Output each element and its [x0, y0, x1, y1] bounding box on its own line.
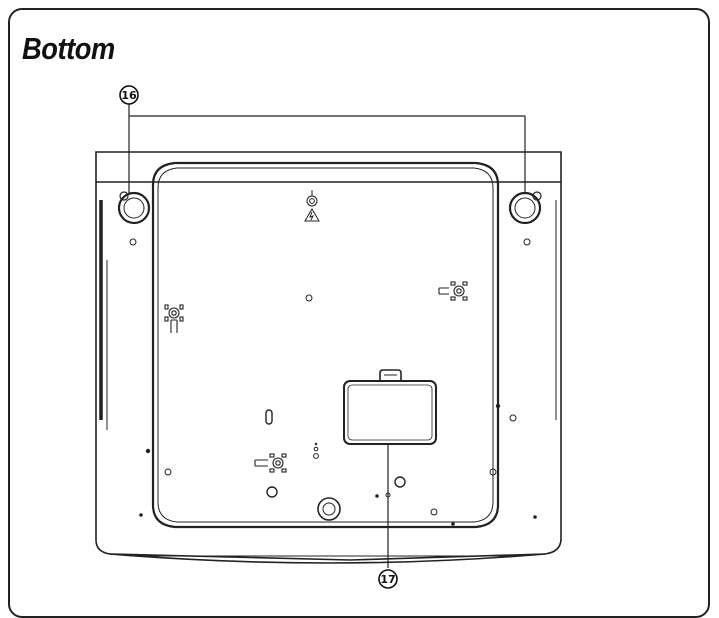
- warning-triangle-icon: [304, 208, 320, 222]
- callout-16-number: 16: [121, 89, 137, 102]
- callout-16: 16: [119, 85, 139, 105]
- ground-symbol-icon: [306, 190, 318, 207]
- section-title: Bottom: [22, 31, 115, 66]
- mounting-holes: [265, 409, 406, 521]
- mounting-bracket-icon: [164, 281, 468, 473]
- callout-17-number: 17: [380, 573, 395, 586]
- screw-holes: [129, 238, 531, 516]
- callout-17: 17: [378, 569, 398, 589]
- adjustable-foot-right: [508, 191, 542, 225]
- projector-bottom-diagram: 16 17: [95, 85, 562, 589]
- callout-16-leader: [128, 104, 526, 193]
- small-dots: [139, 403, 537, 526]
- adjustable-foot-left: [117, 191, 151, 225]
- lamp-cover: [343, 369, 437, 445]
- projector-body: [95, 151, 562, 564]
- bottom-panel: [151, 161, 500, 529]
- section-frame: [8, 8, 710, 618]
